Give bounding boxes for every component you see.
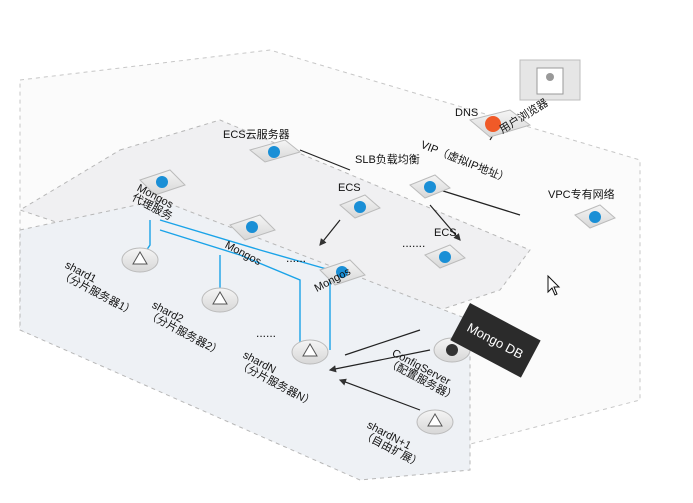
user-browser-node (519, 59, 581, 101)
mongos-shardN-line-2 (159, 229, 301, 350)
dns-node (468, 109, 532, 138)
shardN1-arrow (338, 378, 421, 411)
vpc-label: VPC专有网络 (548, 189, 615, 201)
mongos-proxy-icon (156, 176, 168, 188)
ecs1-node (339, 194, 381, 219)
mongos2-node (229, 214, 276, 241)
mongos3-icon (336, 266, 348, 278)
ecs2-label: ECS (434, 227, 457, 239)
ecs1-label: ECS (338, 182, 361, 194)
ecs-cloud-node (248, 139, 302, 163)
ecs-to-slb-line (299, 149, 351, 171)
shardN-node (291, 339, 329, 365)
slb-node (409, 174, 451, 199)
ecs2-icon (439, 251, 451, 263)
ecs1-icon (354, 201, 366, 213)
mongos-ellipsis: ...... (286, 251, 307, 265)
mongos-links (139, 219, 331, 350)
dns-label: DNS (455, 107, 479, 119)
config-to-shardN-line (344, 329, 421, 356)
dns-icon (485, 116, 501, 132)
server-region (18, 119, 531, 331)
shardN1-node (416, 409, 454, 435)
mongos3-node (319, 259, 366, 286)
ecs-cloud-icon (268, 146, 280, 158)
mongos2-icon (246, 221, 258, 233)
shard1-node (121, 247, 159, 273)
config-arrow (328, 349, 431, 373)
shardN1-icon (427, 413, 443, 427)
shard2-icon (212, 291, 228, 305)
slb-label: SLB负载均衡 (355, 154, 420, 166)
mongos-proxy-node (139, 169, 186, 196)
shard1-icon (132, 251, 148, 265)
slb-icon (424, 181, 436, 193)
ecs2-node (424, 244, 466, 269)
ecs-cloud-label: ECS云服务器 (223, 129, 290, 141)
ecs-down-arrow (319, 219, 341, 246)
shard2-node (201, 287, 239, 313)
slb-to-ecs-arrow (429, 204, 461, 241)
vpc-icon (589, 211, 601, 223)
shard-ellipsis: ...... (256, 326, 277, 340)
ecs-ellipsis: ....... (402, 236, 426, 250)
cursor-icon (547, 274, 561, 296)
user-head-icon (546, 73, 554, 81)
vpc-node (574, 204, 616, 229)
slb-to-vpc-line (439, 189, 521, 216)
config-server-icon (446, 344, 458, 356)
shardN-icon (302, 343, 318, 357)
mongos-shardN-line (159, 219, 331, 350)
